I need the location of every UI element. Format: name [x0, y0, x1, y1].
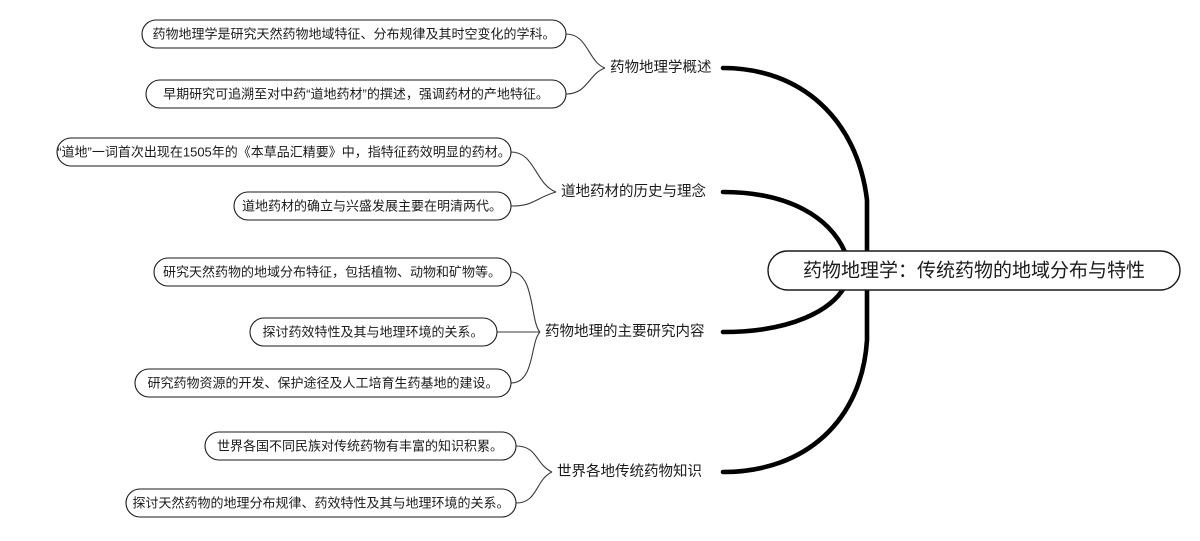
- branch-label-3[interactable]: 药物地理的主要研究内容: [545, 323, 705, 340]
- leaf-node-2-2[interactable]: 道地药材的确立与兴盛发展主要在明清两代。: [233, 191, 512, 221]
- leaf-edge-4-2: [515, 471, 553, 504]
- branch-label-2[interactable]: 道地药材的历史与理念: [561, 182, 706, 200]
- leaf-node-1-1[interactable]: 药物地理学是研究天然药物地域特征、分布规律及其时空变化的学科。: [141, 19, 567, 49]
- leaf-edge-2-1: [510, 151, 557, 193]
- leaf-edge-2-2: [510, 191, 557, 207]
- root-node[interactable]: 药物地理学：传统药物的地域分布与特性: [767, 250, 1181, 291]
- leaf-label: 研究天然药物的地域分布特征，包括植物、动物和矿物等。: [163, 264, 501, 279]
- root-pill: [767, 250, 1181, 291]
- leaf-edge-3-3: [510, 331, 541, 384]
- leaf-pill: [249, 317, 498, 347]
- leaf-node-2-1[interactable]: “道地”一词首次出现在1505年的《本草品汇精要》中，指特征药效明显的药材。: [56, 137, 512, 167]
- leaf-pill: [204, 431, 517, 461]
- leaf-label: 药物地理学是研究天然药物地域特征、分布规律及其时空变化的学科。: [152, 26, 555, 41]
- leaf-label: 早期研究可追溯至对中药“道地药材”的撰述，强调药材的产地特征。: [163, 86, 549, 101]
- leaf-label: 道地药材的确立与兴盛发展主要在明清两代。: [242, 198, 502, 213]
- leaf-pill: [145, 79, 567, 109]
- branch-label-1[interactable]: 药物地理学概述: [610, 59, 712, 76]
- main-edge-branch-4: [720, 287, 870, 475]
- leaf-edge-3-1: [510, 271, 541, 333]
- leaf-pill: [141, 19, 567, 49]
- leaf-edge-1-2: [565, 67, 606, 95]
- leaf-edge-4-1: [515, 445, 553, 473]
- main-edge-branch-2: [720, 189, 848, 255]
- leaf-label: 探讨天然药物的地理分布规律、药效特性及其与地理环境的关系。: [132, 495, 509, 510]
- leaf-node-4-2[interactable]: 探讨天然药物的地理分布规律、药效特性及其与地理环境的关系。: [125, 488, 517, 518]
- leaf-node-3-2[interactable]: 探讨药效特性及其与地理环境的关系。: [249, 317, 498, 347]
- main-edge-branch-3: [720, 283, 848, 335]
- leaf-node-1-2[interactable]: 早期研究可追溯至对中药“道地药材”的撰述，强调药材的产地特征。: [145, 79, 567, 109]
- leaf-nodes: 药物地理学是研究天然药物地域特征、分布规律及其时空变化的学科。 早期研究可追溯至…: [56, 19, 567, 518]
- main-edge-branch-1: [720, 65, 870, 253]
- leaf-pill: [153, 257, 512, 287]
- root-label: 药物地理学：传统药物的地域分布与特性: [803, 260, 1145, 282]
- leaf-pill: [134, 368, 512, 398]
- branch-labels: 药物地理学概述 道地药材的历史与理念 药物地理的主要研究内容 世界各地传统药物知…: [545, 59, 712, 480]
- main-branch-edges: [720, 65, 870, 475]
- leaf-edges: [497, 33, 606, 504]
- leaf-label: 探讨药效特性及其与地理环境的关系。: [262, 324, 483, 339]
- leaf-pill: [233, 191, 512, 221]
- leaf-edge-1-1: [565, 33, 606, 69]
- leaf-node-3-1[interactable]: 研究天然药物的地域分布特征，包括植物、动物和矿物等。: [153, 257, 512, 287]
- leaf-label: 研究药物资源的开发、保护途径及人工培育生药基地的建设。: [147, 375, 498, 390]
- leaf-pill: [56, 137, 512, 167]
- leaf-label: 世界各国不同民族对传统药物有丰富的知识积累。: [217, 438, 503, 453]
- leaf-pill: [125, 488, 517, 518]
- leaf-label: “道地”一词首次出现在1505年的《本草品汇精要》中，指特征药效明显的药材。: [57, 144, 511, 159]
- leaf-node-4-1[interactable]: 世界各国不同民族对传统药物有丰富的知识积累。: [204, 431, 517, 461]
- branch-label-4[interactable]: 世界各地传统药物知识: [557, 463, 702, 480]
- leaf-node-3-3[interactable]: 研究药物资源的开发、保护途径及人工培育生药基地的建设。: [134, 368, 512, 398]
